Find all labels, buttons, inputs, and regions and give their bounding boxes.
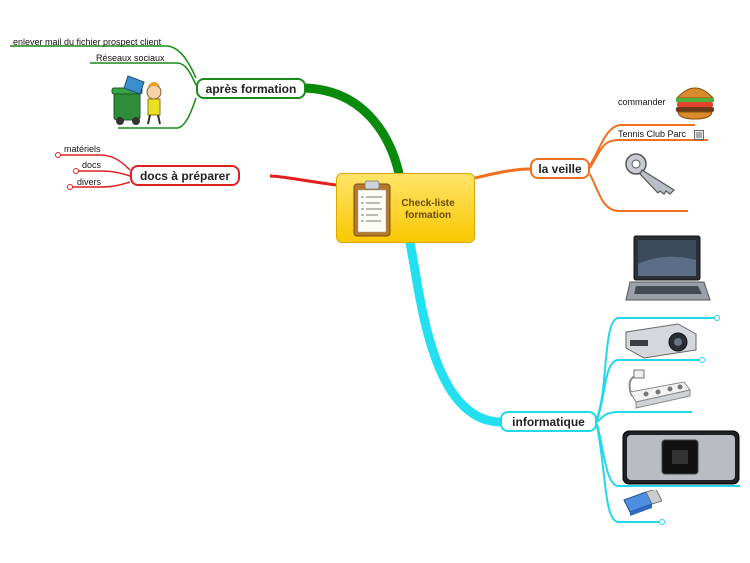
laptop-icon — [625, 235, 711, 301]
topic-apres-formation-label: après formation — [205, 81, 297, 96]
topic-docs-a-preparer[interactable]: docs à préparer — [130, 165, 240, 186]
subtopic-materiels[interactable]: matériels — [64, 144, 101, 154]
topic-la-veille-label: la veille — [538, 161, 582, 176]
expand-handle-divers[interactable] — [67, 184, 73, 190]
expand-handle-materiels[interactable] — [55, 152, 61, 158]
projector-icon — [625, 323, 697, 359]
topic-la-veille[interactable]: la veille — [530, 158, 590, 179]
topic-informatique-label: informatique — [512, 414, 585, 429]
topic-docs-a-preparer-label: docs à préparer — [139, 168, 231, 183]
expand-handle-projector[interactable] — [699, 357, 705, 363]
expand-handle-usb[interactable] — [659, 519, 665, 525]
note-icon[interactable] — [694, 130, 704, 140]
subtopic-docs[interactable]: docs — [82, 160, 102, 170]
recycling-cartoon-icon — [111, 75, 162, 125]
subtopic-reseaux-sociaux[interactable]: Réseaux sociaux — [96, 53, 165, 63]
topic-apres-formation[interactable]: après formation — [196, 78, 306, 99]
burger-icon — [675, 87, 715, 120]
speaker-icon — [622, 430, 740, 485]
key-icon — [625, 153, 675, 195]
expand-handle-docs[interactable] — [73, 168, 79, 174]
subtopic-enlever-mail[interactable]: enlever mail du fichier prospect client — [13, 37, 162, 47]
clipboard-icon — [353, 180, 391, 237]
central-title: Check-liste formation — [392, 198, 464, 222]
subtopic-divers[interactable]: divers — [77, 177, 102, 187]
usb-key-icon — [623, 490, 662, 516]
subtopic-tennis-club-parc[interactable]: Tennis Club Parc — [618, 129, 687, 139]
topic-informatique[interactable]: informatique — [500, 411, 597, 432]
central-title-line1: Check-liste — [401, 198, 455, 209]
central-title-line2: formation — [404, 210, 452, 221]
expand-handle-laptop[interactable] — [714, 315, 720, 321]
power-strip-icon — [628, 369, 691, 409]
subtopic-commander[interactable]: commander — [618, 97, 666, 107]
